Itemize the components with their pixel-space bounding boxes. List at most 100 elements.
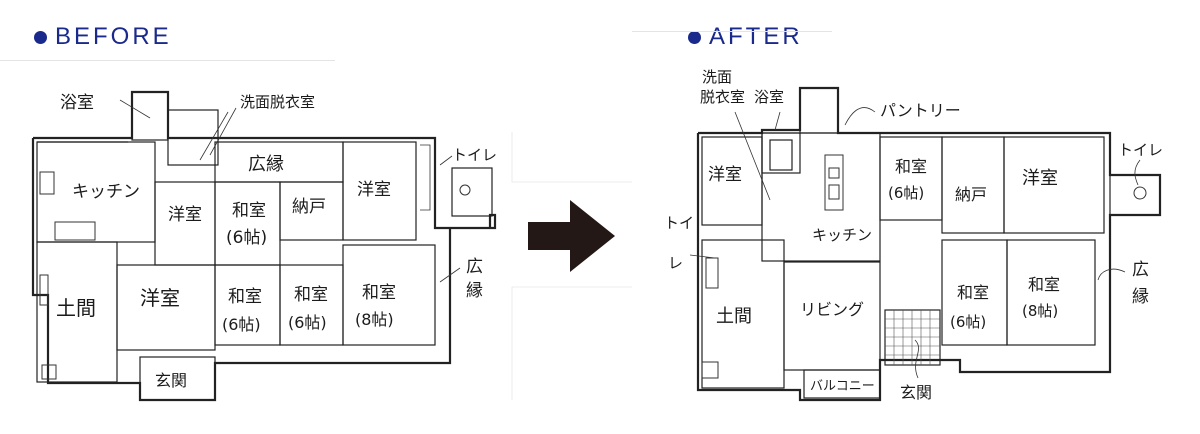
after-step-fixture	[701, 361, 719, 379]
before-label-washitsu-6b: 和室	[228, 287, 262, 307]
before-heading-rule	[0, 60, 335, 61]
before-label-washitsu-6b-size: (6帖)	[222, 315, 261, 334]
before-washitsu-6a-room	[214, 181, 281, 266]
after-washroom	[761, 132, 801, 174]
after-label-washitsu-6a: 和室	[895, 157, 927, 176]
before-washroom	[167, 109, 219, 166]
before-engawa-leader	[439, 267, 461, 283]
after-pantry-leader	[844, 107, 876, 126]
bullet-dot-icon	[688, 30, 701, 44]
after-entrance-tiles	[884, 309, 941, 366]
before-sink-fixture	[39, 171, 55, 195]
before-label-washitsu-8-size: (8帖)	[355, 310, 394, 329]
before-toilet-leader	[439, 155, 453, 166]
before-label-storage: 納戸	[292, 197, 326, 217]
after-label-engawa-2: 縁	[1132, 287, 1149, 307]
before-entrance-room	[139, 356, 216, 401]
before-toilet-room	[451, 167, 493, 217]
before-label-kitchen: キッチン	[72, 182, 140, 202]
after-washitsu-6a-room	[879, 136, 943, 221]
before-label-bath: 浴室	[60, 93, 94, 113]
after-washroom-leader	[734, 111, 771, 201]
before-washroom-leader	[199, 111, 229, 161]
before-label-engawa-right-2: 縁	[466, 281, 483, 301]
after-heading-rule	[632, 31, 832, 32]
after-heading: AFTER	[688, 22, 803, 52]
before-label-washroom: 洗面脱衣室	[240, 93, 315, 111]
divider-line-top	[511, 132, 632, 183]
after-bath-room	[799, 87, 839, 134]
after-balcony	[803, 369, 881, 399]
after-label-washitsu-6a-size: (6帖)	[888, 184, 924, 202]
after-label-toilet-left-1: トイ	[664, 214, 694, 232]
before-label-western-small: 洋室	[168, 205, 202, 225]
before-label-western-right: 洋室	[357, 180, 391, 200]
before-step-fixture	[41, 364, 57, 380]
before-label-washitsu-8: 和室	[362, 283, 396, 303]
after-washitsu-8-room	[1006, 239, 1096, 346]
before-heading-text: BEFORE	[55, 23, 172, 50]
after-label-balcony: バルコニー	[810, 379, 875, 394]
before-shoe-rack-fixture	[39, 274, 49, 306]
after-sink-fixture	[828, 167, 840, 179]
after-floor-plan: 洗面 脱衣室 浴室 パントリー トイレ 洋室 キッチン 和室 (6帖) 納戸 洋…	[664, 68, 1163, 402]
before-bath-leader	[119, 99, 151, 119]
after-label-washitsu-6b: 和室	[957, 283, 989, 302]
before-label-washitsu-6a: 和室	[232, 201, 266, 221]
after-label-washitsu-8: 和室	[1028, 275, 1060, 294]
after-shoe-rack-fixture	[705, 257, 719, 289]
after-label-western-left: 洋室	[708, 165, 742, 185]
right-arrow-icon	[528, 200, 615, 272]
after-western-right-room	[1003, 136, 1105, 234]
after-label-western-right: 洋室	[1022, 168, 1058, 189]
after-vanity-fixture	[769, 139, 793, 171]
before-toilet-fixture	[459, 184, 471, 196]
before-western-right-room	[342, 141, 417, 241]
before-floor-plan: 浴室 洗面脱衣室 トイレ 広縁 キッチン 洋室 和室 (6帖) 納戸 洋室 土間…	[31, 90, 497, 402]
before-label-washitsu-6c-size: (6帖)	[288, 313, 327, 332]
before-label-western-center: 洋室	[140, 286, 180, 310]
after-entrance-leader	[914, 339, 919, 379]
before-label-engawa-right-1: 広	[466, 257, 483, 277]
after-toilet-fixture	[1133, 186, 1147, 200]
before-washroom-leader-2	[209, 107, 237, 156]
after-engawa-leader	[1097, 268, 1126, 281]
after-label-bath: 浴室	[754, 88, 784, 106]
after-label-pantry: パントリー	[880, 101, 961, 120]
before-label-washitsu-6c: 和室	[294, 285, 328, 305]
after-label-doma: 土間	[716, 306, 752, 327]
before-washitsu-6c-room	[279, 264, 344, 346]
before-counter-fixture	[54, 221, 96, 241]
before-label-doma: 土間	[56, 296, 96, 320]
after-label-washitsu-6b-size: (6帖)	[950, 313, 986, 331]
after-label-toilet-top: トイレ	[1118, 141, 1163, 159]
before-label-toilet: トイレ	[452, 146, 497, 164]
after-island-counter	[824, 154, 844, 211]
after-toilet-leader	[1134, 159, 1141, 186]
bullet-dot-icon	[34, 30, 47, 44]
after-toilet-left-leader	[689, 254, 716, 259]
before-label-engawa-top: 広縁	[248, 154, 284, 175]
after-label-living: リビング	[800, 300, 864, 319]
after-label-washitsu-8-size: (8帖)	[1022, 302, 1058, 320]
after-label-entrance: 玄関	[900, 383, 932, 402]
after-toilet-room	[1109, 174, 1161, 216]
before-washitsu-8-room	[342, 244, 436, 346]
after-bath-leader	[774, 111, 781, 131]
after-label-toilet-left-2: レ	[668, 254, 683, 272]
after-stove-fixture	[828, 184, 840, 200]
after-label-storage: 納戸	[955, 185, 987, 204]
divider-line-bottom	[511, 286, 632, 400]
before-heading: BEFORE	[34, 22, 172, 52]
after-label-kitchen: キッチン	[812, 226, 872, 244]
after-outer-wall	[696, 86, 1162, 402]
after-label-washroom-1: 洗面	[702, 68, 732, 86]
after-label-engawa-1: 広	[1132, 260, 1149, 280]
before-label-washitsu-6a-size: (6帖)	[226, 228, 267, 248]
before-label-entrance: 玄関	[155, 371, 187, 390]
before-closet-line	[420, 144, 431, 211]
after-heading-text: AFTER	[709, 23, 803, 50]
after-label-washroom-2: 脱衣室	[700, 88, 745, 106]
before-bath-room	[131, 91, 169, 141]
